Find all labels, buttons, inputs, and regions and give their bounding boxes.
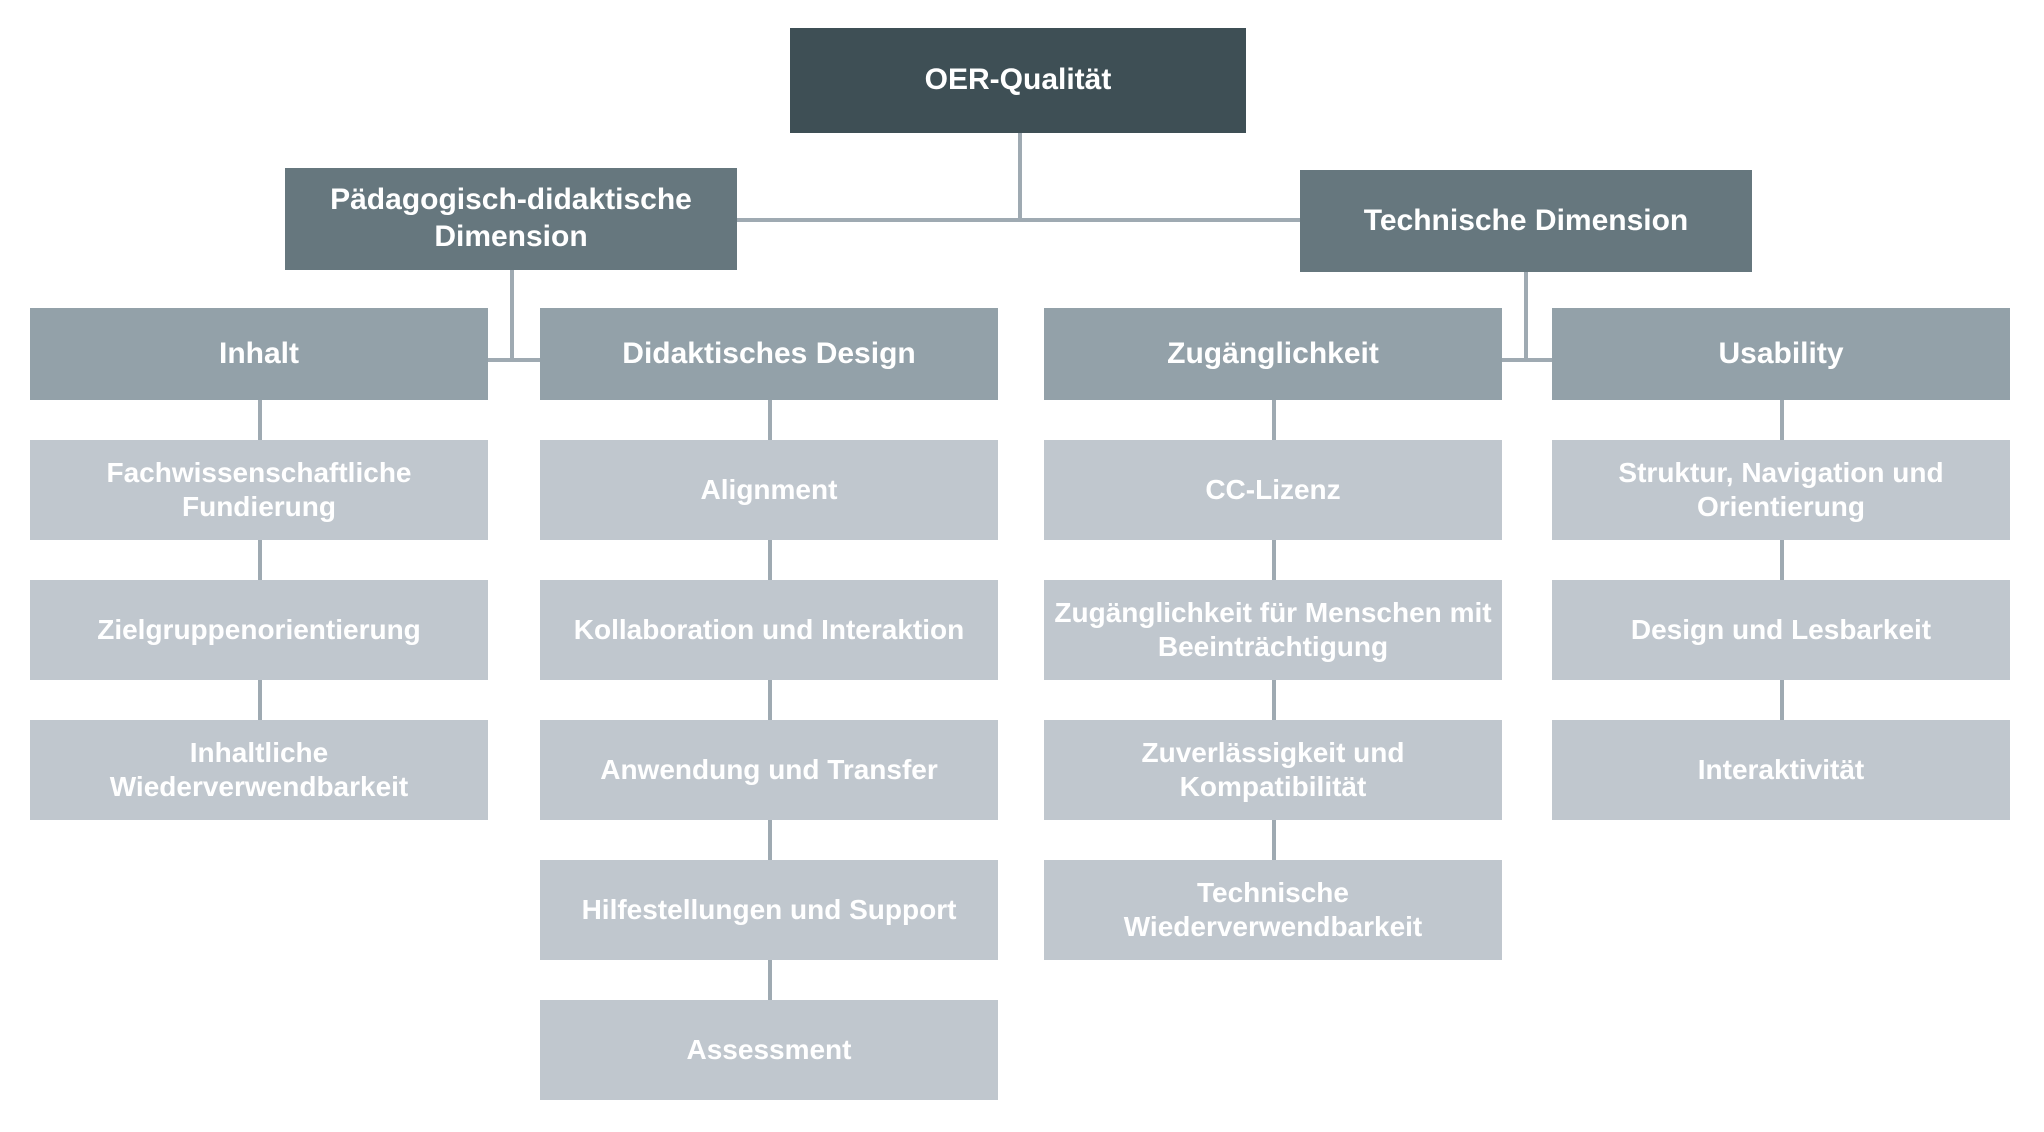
- node-oer-qualitaet[interactable]: OER-Qualität: [790, 28, 1246, 133]
- connector-didaktik-3: [768, 680, 772, 720]
- connector-root-down: [1018, 133, 1022, 222]
- connector-usability-1: [1780, 400, 1784, 440]
- node-hilfestellungen-und-support[interactable]: Hilfestellungen und Support: [540, 860, 998, 960]
- node-paedagogisch-didaktische-dimension[interactable]: Pädagogisch-didaktische Dimension: [285, 168, 737, 270]
- node-didaktisches-design[interactable]: Didaktisches Design: [540, 308, 998, 400]
- connector-didaktik-4: [768, 820, 772, 860]
- node-alignment[interactable]: Alignment: [540, 440, 998, 540]
- node-zugaenglichkeit[interactable]: Zugänglichkeit: [1044, 308, 1502, 400]
- node-technische-dimension[interactable]: Technische Dimension: [1300, 170, 1752, 272]
- connector-dimensions-bar: [736, 218, 1302, 222]
- connector-zugang-4: [1272, 820, 1276, 860]
- node-fachwissenschaftliche-fundierung[interactable]: Fachwissenschaftliche Fundierung: [30, 440, 488, 540]
- connector-zugang-1: [1272, 400, 1276, 440]
- node-usability[interactable]: Usability: [1552, 308, 2010, 400]
- connector-paed-categories-bar: [488, 358, 544, 362]
- connector-usability-2: [1780, 540, 1784, 580]
- connector-didaktik-1: [768, 400, 772, 440]
- connector-paed-down: [510, 270, 514, 362]
- node-cc-lizenz[interactable]: CC-Lizenz: [1044, 440, 1502, 540]
- node-zielgruppenorientierung[interactable]: Zielgruppenorientierung: [30, 580, 488, 680]
- node-inhaltliche-wiederverwendbarkeit[interactable]: Inhaltliche Wiederverwendbarkeit: [30, 720, 488, 820]
- node-struktur-navigation-und-orientierung[interactable]: Struktur, Navigation und Orientierung: [1552, 440, 2010, 540]
- node-inhalt[interactable]: Inhalt: [30, 308, 488, 400]
- connector-inhalt-2: [258, 540, 262, 580]
- node-anwendung-und-transfer[interactable]: Anwendung und Transfer: [540, 720, 998, 820]
- node-interaktivitaet[interactable]: Interaktivität: [1552, 720, 2010, 820]
- connector-usability-3: [1780, 680, 1784, 720]
- node-zuverlaessigkeit-und-kompatibilitaet[interactable]: Zuverlässigkeit und Kompatibilität: [1044, 720, 1502, 820]
- connector-zugang-3: [1272, 680, 1276, 720]
- connector-tech-categories-bar: [1484, 358, 1554, 362]
- connector-inhalt-1: [258, 400, 262, 440]
- node-design-und-lesbarkeit[interactable]: Design und Lesbarkeit: [1552, 580, 2010, 680]
- connector-zugang-2: [1272, 540, 1276, 580]
- node-kollaboration-und-interaktion[interactable]: Kollaboration und Interaktion: [540, 580, 998, 680]
- connector-inhalt-3: [258, 680, 262, 720]
- node-assessment[interactable]: Assessment: [540, 1000, 998, 1100]
- connector-tech-down: [1524, 272, 1528, 362]
- connector-didaktik-5: [768, 960, 772, 1000]
- connector-didaktik-2: [768, 540, 772, 580]
- node-technische-wiederverwendbarkeit[interactable]: Technische Wiederverwendbarkeit: [1044, 860, 1502, 960]
- node-zugaenglichkeit-fuer-menschen-mit-beeintraechtigung[interactable]: Zugänglichkeit für Menschen mit Beeinträ…: [1044, 580, 1502, 680]
